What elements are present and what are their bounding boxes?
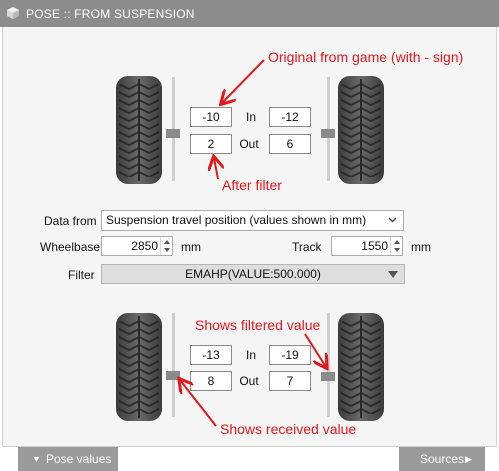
triangle-down-icon bbox=[388, 271, 398, 278]
arrow-up-icon[interactable] bbox=[164, 240, 170, 244]
sources-button[interactable]: Sources ▶ bbox=[399, 447, 485, 471]
triangle-right-icon: ▶ bbox=[465, 454, 472, 464]
rear-left-slider-track[interactable] bbox=[172, 313, 175, 417]
arrow-down-icon[interactable] bbox=[394, 248, 400, 252]
window-titlebar: POSE :: FROM SUSPENSION bbox=[0, 0, 499, 27]
rear-left-out-value: 8 bbox=[190, 371, 232, 391]
wheelbase-unit: mm bbox=[181, 240, 201, 254]
arrow-up-icon[interactable] bbox=[394, 240, 400, 244]
data-from-value: Suspension travel position (values shown… bbox=[106, 213, 367, 227]
annotation-after-filter: After filter bbox=[222, 177, 282, 193]
front-left-out-value: 2 bbox=[190, 134, 232, 154]
chevron-down-icon bbox=[388, 217, 397, 223]
rear-right-slider-thumb[interactable] bbox=[321, 372, 335, 381]
wheelbase-stepper[interactable]: 2850 bbox=[101, 236, 173, 256]
front-right-slider-thumb[interactable] bbox=[321, 129, 335, 138]
pose-values-label: Pose values bbox=[46, 452, 112, 466]
track-stepper[interactable]: 1550 bbox=[331, 236, 403, 256]
filter-label: Filter bbox=[68, 268, 95, 282]
rear-left-in-value: -13 bbox=[190, 345, 232, 365]
out-label: Out bbox=[239, 137, 259, 151]
data-from-label: Data from bbox=[44, 214, 97, 228]
rear-left-tire bbox=[116, 313, 162, 421]
filter-select[interactable]: EMAHP(VALUE:500.000) bbox=[101, 264, 405, 284]
track-label: Track bbox=[292, 240, 322, 254]
front-right-out-value: 6 bbox=[269, 134, 311, 154]
annotation-original: Original from game (with - sign) bbox=[268, 49, 464, 65]
track-unit: mm bbox=[411, 240, 431, 254]
front-left-tire bbox=[116, 76, 162, 184]
track-spin-arrows[interactable] bbox=[390, 237, 402, 255]
bottom-bar: ▼ Pose values Sources ▶ bbox=[0, 447, 499, 471]
arrow-down-icon[interactable] bbox=[164, 248, 170, 252]
in-label: In bbox=[245, 110, 256, 124]
wheelbase-value: 2850 bbox=[131, 239, 158, 253]
rear-right-out-value: 7 bbox=[269, 371, 311, 391]
pose-values-button[interactable]: ▼ Pose values bbox=[18, 447, 118, 471]
front-right-tire bbox=[338, 76, 384, 184]
rear-left-slider-thumb[interactable] bbox=[166, 371, 180, 380]
wheelbase-label: Wheelbase bbox=[40, 240, 101, 254]
filter-value: EMAHP(VALUE:500.000) bbox=[185, 267, 321, 281]
annotation-received: Shows received value bbox=[220, 421, 357, 437]
front-left-in-value: -10 bbox=[190, 107, 232, 127]
track-value: 1550 bbox=[361, 239, 388, 253]
rear-right-tire bbox=[338, 313, 384, 421]
cube-icon bbox=[7, 7, 19, 19]
rear-right-slider-track[interactable] bbox=[327, 313, 330, 417]
sources-label: Sources bbox=[420, 452, 465, 466]
window-title: POSE :: FROM SUSPENSION bbox=[26, 7, 195, 21]
in-label: In bbox=[245, 348, 256, 362]
triangle-down-icon: ▼ bbox=[32, 454, 41, 464]
data-from-select[interactable]: Suspension travel position (values shown… bbox=[101, 210, 404, 231]
rear-right-in-value: -19 bbox=[269, 345, 311, 365]
annotation-filtered: Shows filtered value bbox=[195, 317, 321, 333]
front-left-slider-thumb[interactable] bbox=[166, 129, 180, 138]
front-right-in-value: -12 bbox=[269, 107, 311, 127]
out-label: Out bbox=[239, 374, 259, 388]
wheelbase-spin-arrows[interactable] bbox=[160, 237, 172, 255]
